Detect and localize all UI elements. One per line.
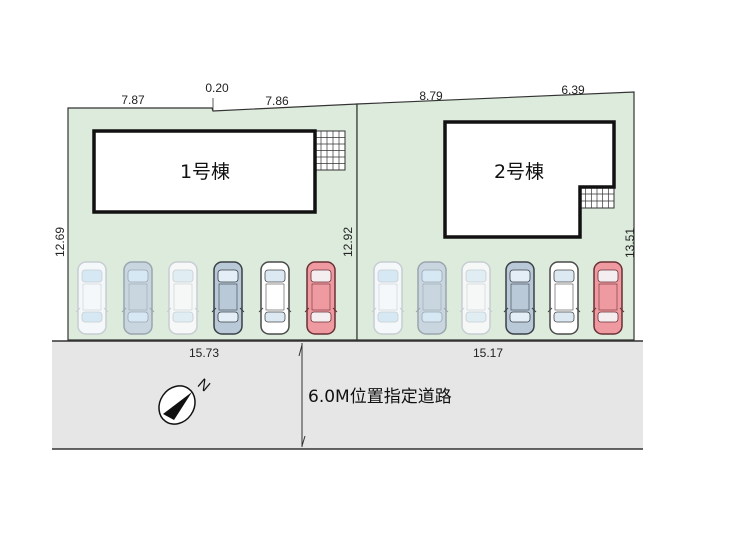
building-1-label: 1号棟 [180, 161, 230, 183]
parked-car-icon [121, 261, 155, 335]
dim-lot1-top-right: 7.86 [265, 94, 289, 108]
patio-1 [314, 130, 346, 171]
dim-lot1-top-left: 7.87 [121, 93, 145, 107]
north-compass-icon: N [158, 375, 213, 425]
dim-lot2-top-right: 6.39 [561, 83, 585, 97]
building-2 [443, 120, 616, 239]
patio-2 [579, 186, 615, 209]
dim-lot1-right: 12.92 [341, 227, 355, 257]
parked-car-icon [503, 261, 537, 335]
parked-car-icon [415, 261, 449, 335]
divider-tick [298, 344, 303, 357]
parked-car-icon [459, 261, 493, 335]
dim-lot1-left: 12.69 [53, 227, 67, 257]
road [52, 341, 643, 449]
dim-lot1-jog: 0.20 [205, 81, 229, 95]
dim-lot2-top-left: 8.79 [419, 89, 443, 103]
dim-lot1-frontage: 15.73 [189, 346, 219, 360]
parked-car-icon [371, 261, 405, 335]
building-1 [92, 129, 317, 214]
parked-car-icon [547, 261, 581, 335]
dim-lot2-right: 13.51 [623, 228, 637, 258]
parked-car-icon [75, 261, 109, 335]
parked-car-icon [304, 261, 338, 335]
parked-car-icon [166, 261, 200, 335]
parked-car-icon [258, 261, 292, 335]
road-label: 6.0M位置指定道路 [308, 387, 452, 407]
dim-lot2-frontage: 15.17 [473, 346, 503, 360]
divider-tick [301, 435, 306, 447]
building-2-label: 2号棟 [494, 161, 544, 183]
parked-car-icon [211, 261, 245, 335]
parked-car-icon [591, 261, 625, 335]
